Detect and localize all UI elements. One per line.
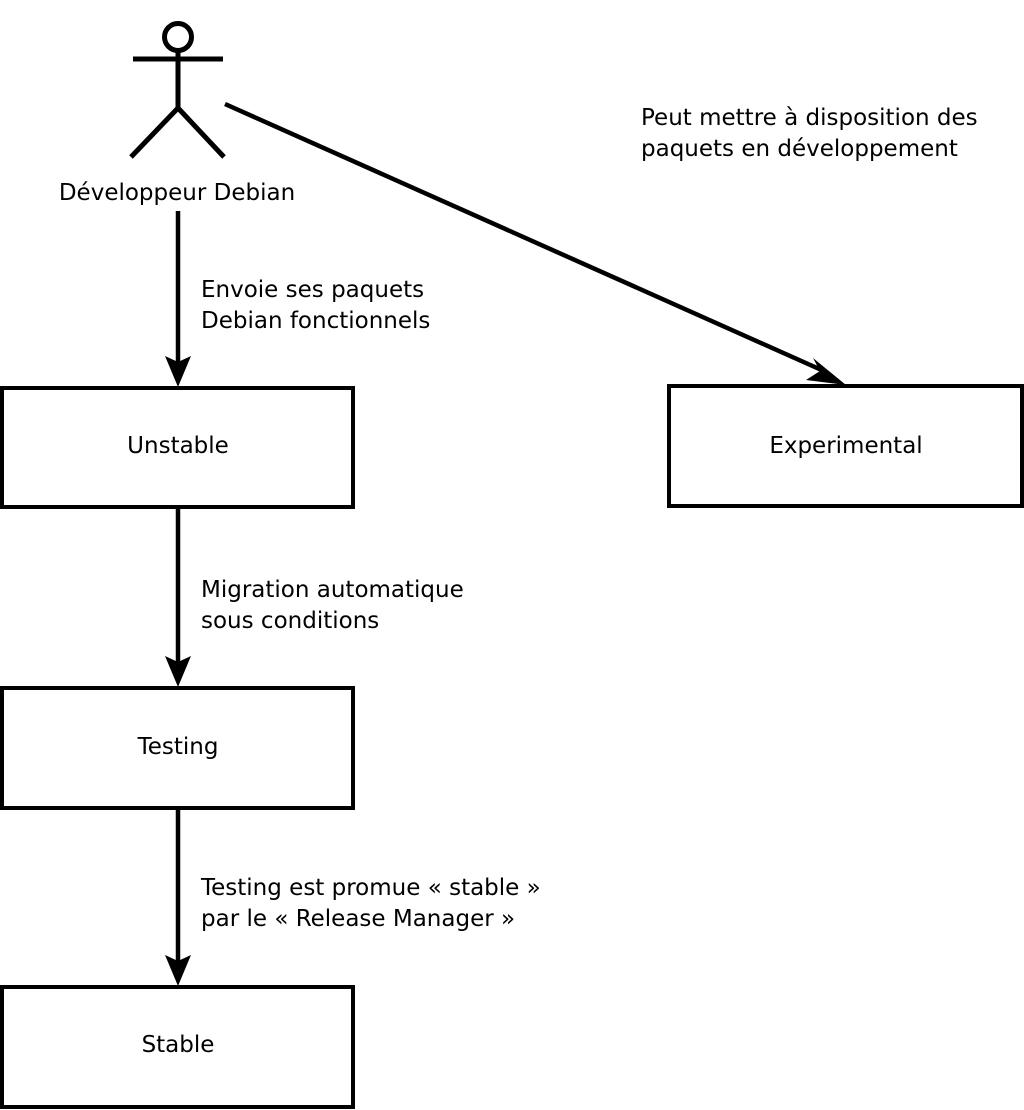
node-experimental-label: Experimental xyxy=(769,433,922,459)
edge-dev-to-experimental-label-line2: paquets en développement xyxy=(641,136,958,162)
node-unstable[interactable]: Unstable xyxy=(0,386,355,509)
actor-label: Développeur Debian xyxy=(59,180,295,206)
node-stable[interactable]: Stable xyxy=(0,985,355,1109)
node-stable-box[interactable] xyxy=(0,985,355,1109)
edge-testing-to-stable-label-line1: Testing est promue « stable » xyxy=(200,875,541,901)
edge-dev-to-unstable-label-line1: Envoie ses paquets xyxy=(201,277,424,303)
edge-unstable-to-testing xyxy=(165,507,191,687)
node-experimental-box[interactable] xyxy=(667,384,1024,508)
edge-testing-to-stable-label-line2: par le « Release Manager » xyxy=(201,906,515,932)
actor-head-icon xyxy=(162,21,194,53)
edge-dev-to-experimental-label-line1: Peut mettre à disposition des xyxy=(641,105,978,131)
edge-dev-to-experimental-line xyxy=(224,101,827,375)
node-stable-label: Stable xyxy=(142,1032,215,1058)
edge-unstable-to-testing-arrowhead xyxy=(165,656,191,687)
edge-dev-to-unstable-arrowhead xyxy=(165,356,191,387)
node-unstable-label: Unstable xyxy=(127,433,229,459)
actor-right-leg-icon xyxy=(176,106,226,159)
edge-unstable-to-testing-label-line1: Migration automatique xyxy=(201,577,464,603)
actor-left-leg-icon xyxy=(129,106,180,159)
edge-unstable-to-testing-label-line2: sous conditions xyxy=(201,608,379,634)
edge-testing-to-stable-arrowhead xyxy=(165,955,191,986)
edge-dev-to-experimental-arrowhead xyxy=(806,358,846,385)
node-experimental[interactable]: Experimental xyxy=(667,384,1024,508)
edge-dev-to-experimental xyxy=(224,101,846,385)
stick-figure-actor-icon xyxy=(129,21,226,159)
node-testing-box[interactable] xyxy=(0,686,355,810)
edge-testing-to-stable xyxy=(165,808,191,986)
node-testing-label: Testing xyxy=(137,734,219,760)
edge-dev-to-unstable xyxy=(165,211,191,387)
edge-dev-to-unstable-label-line2: Debian fonctionnels xyxy=(201,308,430,334)
node-testing[interactable]: Testing xyxy=(0,686,355,810)
